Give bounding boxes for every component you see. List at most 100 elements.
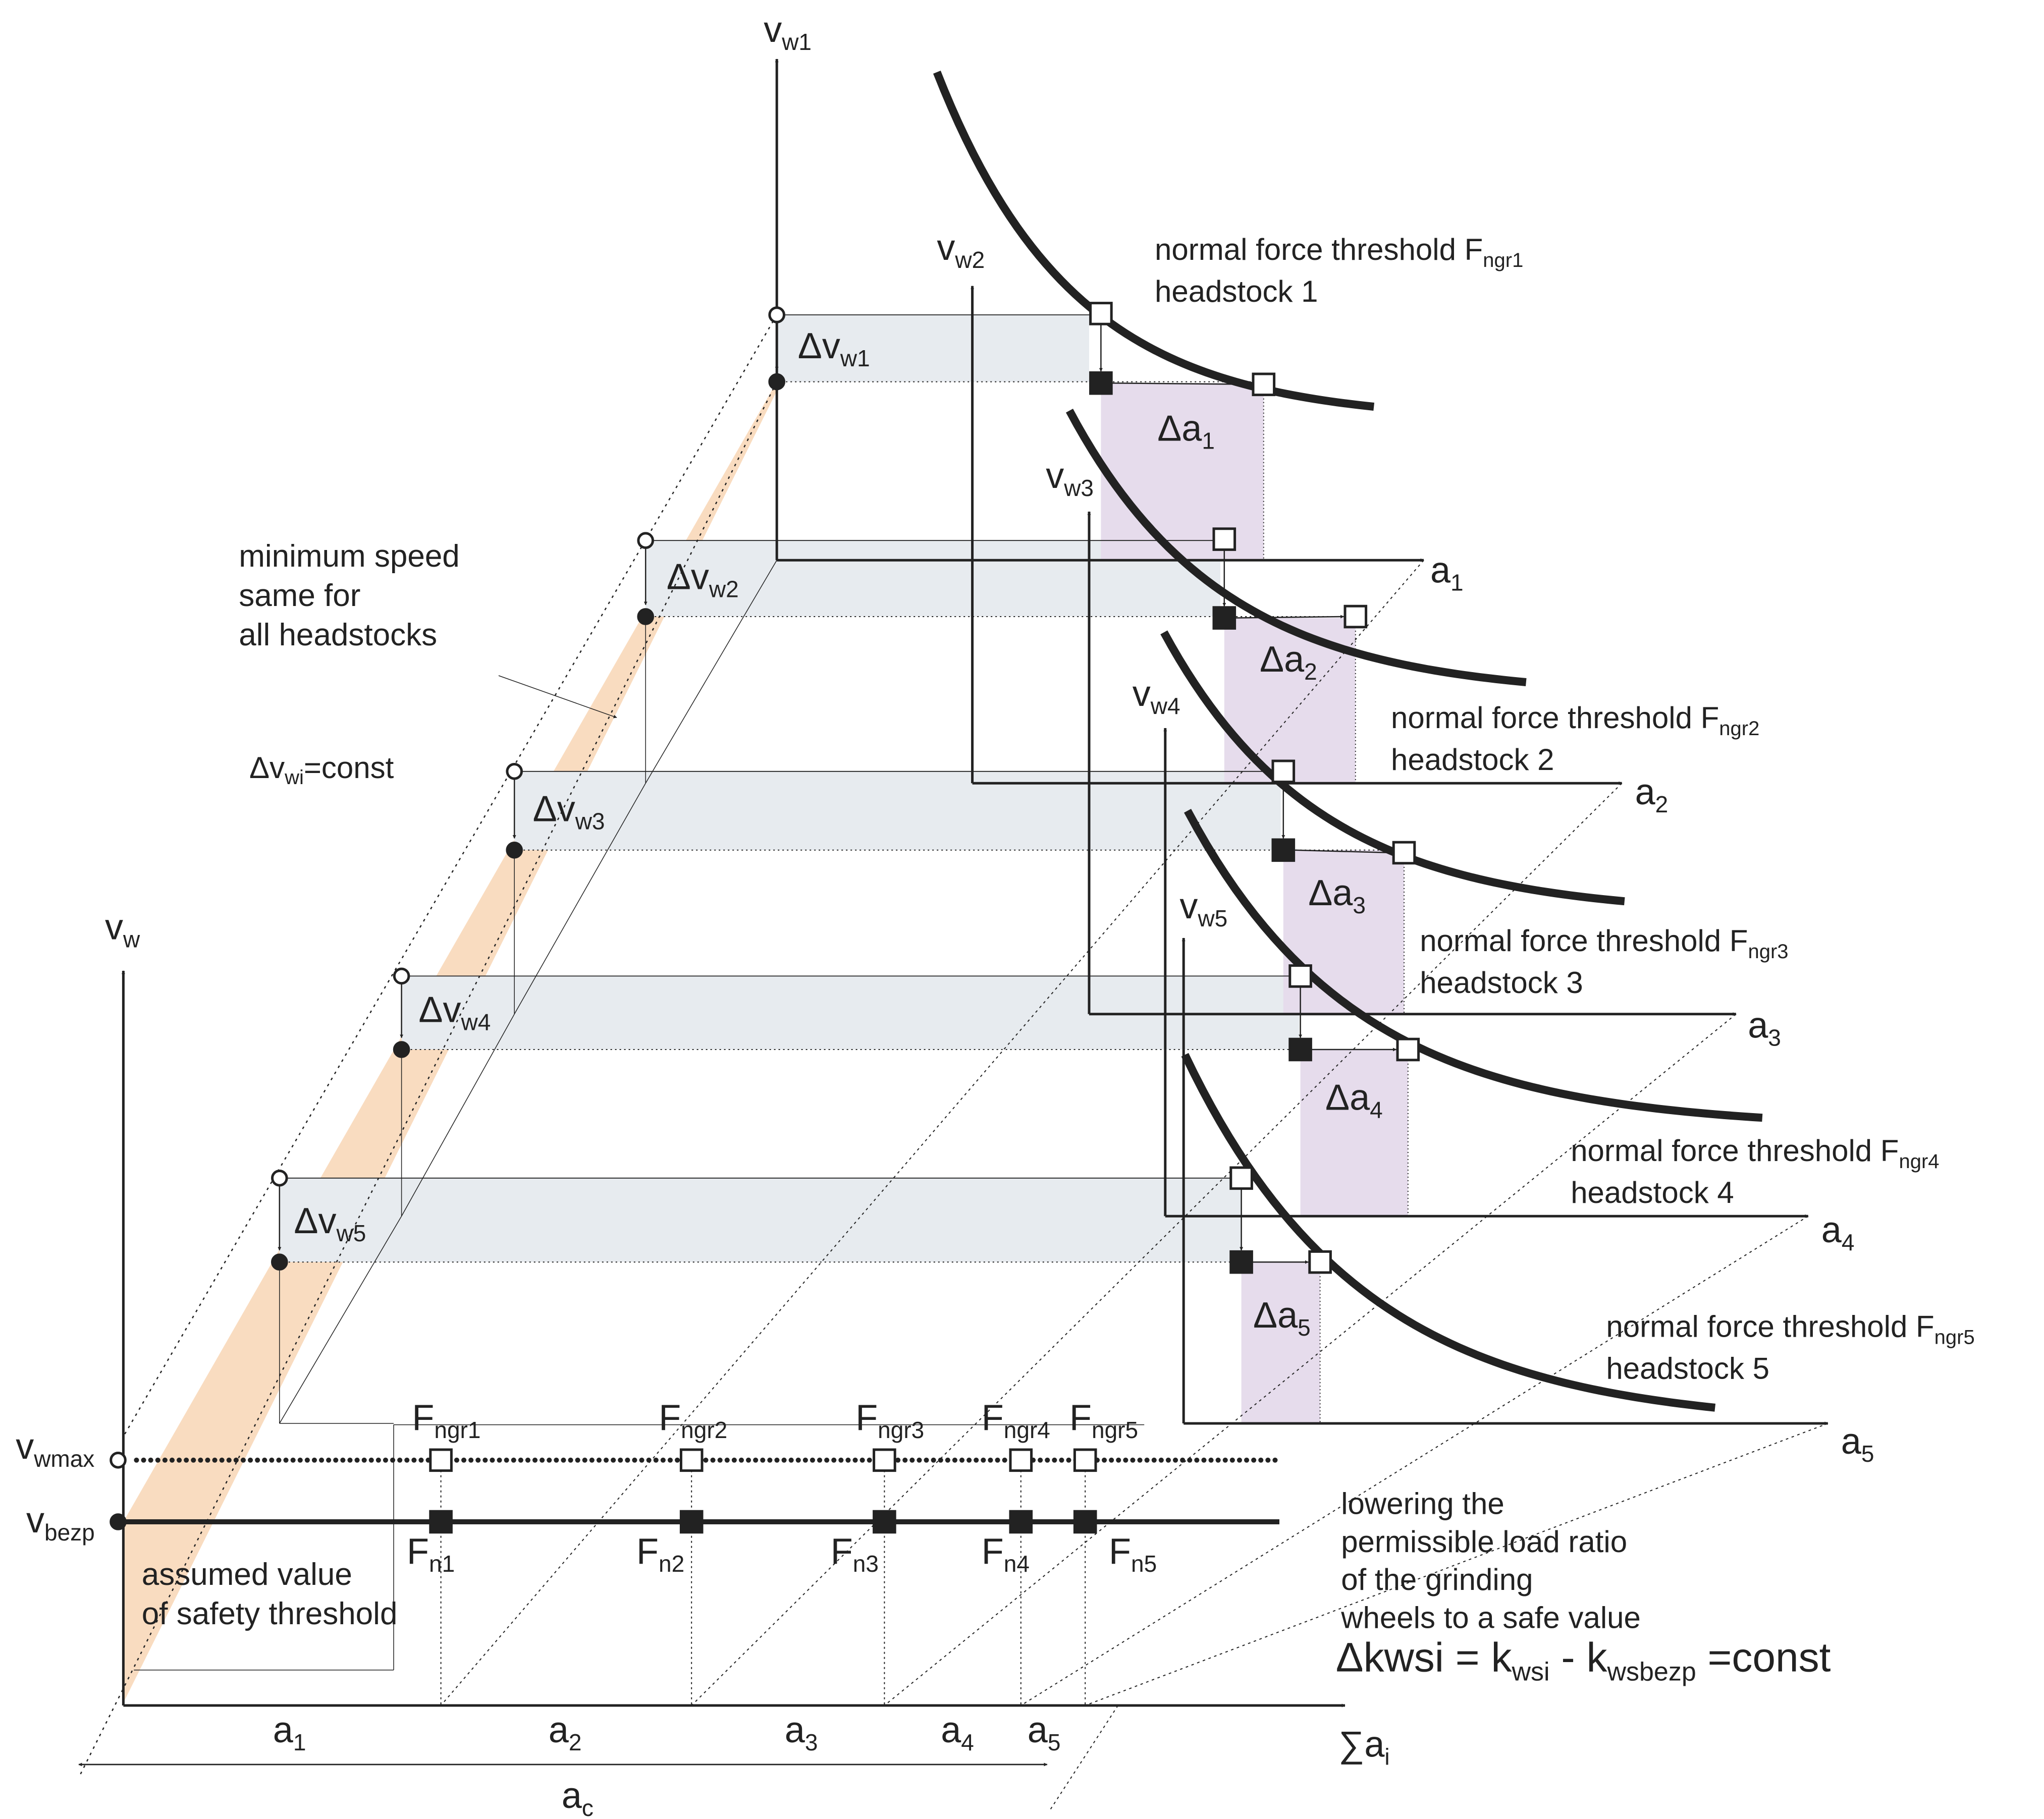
- fngr1-label-sub: ngr1: [434, 1417, 480, 1443]
- delta-vw1-label: Δvw1: [798, 326, 870, 371]
- force-threshold-curve-1: [933, 71, 1375, 411]
- fngr-marker-1: [429, 1448, 453, 1472]
- threshold-label-1: normal force threshold Fngr1: [1155, 233, 1523, 271]
- speed-reduction-band-4: [401, 976, 1299, 1050]
- delta-vw4-label-sub: w4: [460, 1009, 491, 1035]
- delta-vw5-label: Δvw5: [294, 1201, 366, 1246]
- ac-label: ac: [562, 1776, 594, 1819]
- min-speed-pointer: [498, 675, 617, 719]
- a3-axis-label-sub: 3: [1768, 1025, 1781, 1051]
- plane-edge-1: [645, 560, 777, 784]
- fn2-label-sub: n2: [659, 1551, 684, 1577]
- delta-vw3-label-sub: w3: [575, 808, 605, 835]
- speed-end-marker-3: [506, 842, 523, 859]
- delta-a4-label: Δa4: [1325, 1078, 1383, 1123]
- headstock-label-5: headstock 5: [1606, 1352, 1769, 1386]
- fn1-label-sub: n1: [429, 1551, 455, 1577]
- safety-note-1: assumed value: [142, 1557, 352, 1592]
- kwsi-formula-part-2: wsi: [1511, 1657, 1549, 1686]
- delta-a4-label-sub: 4: [1370, 1097, 1383, 1123]
- new-threshold-point-2: [1343, 604, 1368, 629]
- a2-axis-label-sub: 2: [1655, 791, 1669, 817]
- fngr-marker-4: [1009, 1448, 1033, 1472]
- vw3-axis-label-sub: w3: [1063, 475, 1094, 501]
- projection-line-5: [1085, 1423, 1828, 1706]
- a4-axis-label: a4: [1821, 1210, 1855, 1255]
- a1-axis-label-main: a: [1430, 550, 1451, 590]
- delta-a5-label-sub: 5: [1298, 1314, 1311, 1341]
- segment-a2-label-sub: 2: [569, 1729, 582, 1755]
- segment-a3-label-main: a: [785, 1710, 805, 1750]
- new-threshold-point-3: [1392, 841, 1416, 865]
- feed-increase-arrow-3: [1294, 849, 1393, 855]
- dvwi-const-label-main: Δv: [249, 751, 285, 785]
- segment-a5-label-main: a: [1028, 1710, 1048, 1750]
- threshold-point-2: [1212, 527, 1236, 551]
- fngr4-label-sub: ngr4: [1004, 1417, 1050, 1443]
- vw5-axis-label: vw5: [1179, 886, 1227, 931]
- plane-edge-2: [514, 783, 646, 1015]
- fn-marker-2: [679, 1510, 704, 1534]
- a2-axis-label-main: a: [1635, 772, 1656, 812]
- delta-vw5-label-main: Δv: [294, 1201, 336, 1241]
- new-threshold-point-1: [1252, 372, 1276, 397]
- kwsi-formula-part-1: Δkwsi = k: [1336, 1634, 1513, 1680]
- sum-ai-label-main: ∑a: [1338, 1724, 1385, 1765]
- speed-start-marker-3: [506, 763, 523, 780]
- threshold-label-3-main: normal force threshold F: [1420, 924, 1748, 958]
- reduced-force-point-4: [1288, 1037, 1312, 1062]
- fngr4-label-main: F: [982, 1398, 1004, 1438]
- threshold-label-1-main: normal force threshold F: [1155, 233, 1483, 266]
- speed-end-marker-5: [271, 1253, 288, 1271]
- fngr1-label-main: F: [412, 1398, 434, 1438]
- delta-a4-label-main: Δa: [1325, 1078, 1370, 1118]
- delta-a3-label-sub: 3: [1353, 892, 1366, 918]
- vw2-axis-label-sub: w2: [954, 247, 985, 273]
- dvwi-const-label: Δvwi=const: [249, 751, 394, 789]
- vwmax-label-main: v: [16, 1426, 34, 1467]
- fn4-label: Fn4: [982, 1531, 1030, 1577]
- threshold-point-4: [1288, 964, 1312, 988]
- reduced-force-point-2: [1212, 606, 1236, 630]
- delta-a1-label: Δa1: [1157, 409, 1215, 454]
- threshold-label-2-main: normal force threshold F: [1391, 701, 1719, 735]
- slant-guide-upper: [123, 314, 778, 1437]
- vw2-axis-label: vw2: [937, 228, 985, 273]
- fn3-label: Fn3: [831, 1531, 879, 1577]
- segment-a4-label: a4: [941, 1710, 974, 1755]
- lowering-note-1: lowering the: [1341, 1486, 1504, 1520]
- delta-a5-label: Δa5: [1253, 1295, 1311, 1341]
- vw3-axis-label: vw3: [1046, 456, 1094, 501]
- slant-guide-lower: [78, 381, 778, 1778]
- threshold-label-5-main: normal force threshold F: [1606, 1309, 1934, 1343]
- kwsi-formula: Δkwsi = kwsi - kwsbezp =const: [1336, 1634, 1831, 1686]
- delta-a3-label: Δa3: [1308, 873, 1366, 918]
- fngr3-label-sub: ngr3: [878, 1417, 924, 1443]
- vw-axis-label-main: v: [105, 907, 123, 948]
- delta-vw2-label-main: Δv: [667, 557, 709, 597]
- force-threshold-curve-4: [1184, 808, 1763, 1122]
- a5-axis-label: a5: [1841, 1421, 1874, 1467]
- min-speed-note-1: minimum speed: [239, 539, 460, 574]
- force-threshold-curve-5: [1181, 1053, 1716, 1412]
- delta-vw2-label: Δvw2: [667, 557, 739, 602]
- projection-line-tail: [1049, 1705, 1119, 1811]
- ac-label-sub: c: [582, 1795, 594, 1819]
- fngr5-label-main: F: [1069, 1398, 1092, 1438]
- vw4-axis-label: vw4: [1133, 674, 1180, 719]
- delta-a1-label-sub: 1: [1202, 428, 1215, 454]
- delta-vw4-label: Δvw4: [418, 989, 491, 1035]
- projection-line-2: [691, 783, 1623, 1706]
- min-speed-note-3: all headstocks: [239, 618, 437, 652]
- threshold-label-2-sub: ngr2: [1719, 718, 1759, 740]
- fn4-label-sub: n4: [1004, 1551, 1030, 1577]
- a5-axis-label-sub: 5: [1861, 1441, 1874, 1467]
- kwsi-formula-part-5: =const: [1696, 1634, 1831, 1680]
- a5-axis-label-main: a: [1841, 1421, 1862, 1462]
- safety-note-2: of safety threshold: [142, 1596, 398, 1631]
- speed-start-marker-1: [768, 306, 785, 323]
- delta-a1-label-main: Δa: [1157, 409, 1202, 449]
- vw4-axis-label-sub: w4: [1150, 693, 1180, 719]
- headstock-label-2: headstock 2: [1391, 743, 1554, 777]
- headstock-label-1: headstock 1: [1155, 274, 1318, 308]
